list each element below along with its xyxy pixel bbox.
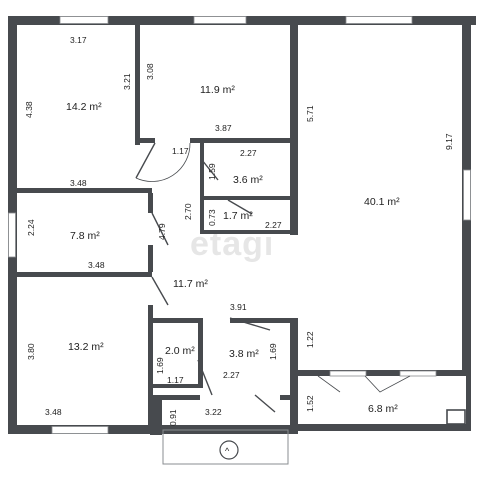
dimension-label: 0.91 bbox=[168, 409, 178, 426]
dimension-label: 3.48 bbox=[70, 178, 87, 188]
wall-h-bath-top bbox=[230, 318, 298, 323]
wall-balcony-top bbox=[298, 370, 471, 376]
room-area: 7.8 m² bbox=[70, 230, 100, 242]
dimension-label: 4.38 bbox=[24, 101, 34, 118]
window-balcony-1 bbox=[329, 370, 367, 377]
dimension-label: 0.73 bbox=[207, 209, 217, 226]
door-storage-upper bbox=[201, 159, 219, 181]
door-balcony-2 bbox=[364, 375, 411, 393]
dimension-label: 1.69 bbox=[155, 357, 165, 374]
window-top-2 bbox=[193, 16, 247, 24]
wall-v-storage bbox=[200, 143, 204, 233]
dimension-label: 1.52 bbox=[305, 395, 315, 412]
dimension-label: 1.69 bbox=[268, 343, 278, 360]
wall-h-bath bbox=[153, 318, 198, 323]
door-bath-bottom bbox=[254, 394, 276, 413]
balcony-box bbox=[446, 409, 466, 425]
dimension-label: 3.48 bbox=[45, 407, 62, 417]
dimension-label: 1.22 bbox=[305, 331, 315, 348]
entrance-arrow-glyph: ^ bbox=[225, 446, 230, 456]
room-area: 6.8 m² bbox=[368, 403, 398, 415]
dimension-label: 1.59 bbox=[207, 163, 217, 180]
entrance-frame bbox=[162, 429, 289, 465]
door-middle-left bbox=[151, 212, 169, 246]
dimension-label: 4.79 bbox=[157, 223, 167, 240]
dimension-label: 9.17 bbox=[444, 133, 454, 150]
wall-h-bath-bottom bbox=[153, 384, 198, 388]
window-left bbox=[8, 212, 16, 258]
wall-v-bath-right bbox=[290, 318, 298, 428]
room-area: 3.8 m² bbox=[229, 348, 259, 360]
window-bottom-left bbox=[51, 426, 109, 434]
wall-h-corner bbox=[135, 138, 155, 143]
door-bathroom bbox=[229, 317, 271, 331]
window-top-3 bbox=[345, 16, 413, 24]
door-arc-bedroom-top bbox=[135, 142, 191, 182]
wall-h-1 bbox=[17, 188, 152, 193]
room-area: 40.1 m² bbox=[364, 196, 400, 208]
room-area: 11.9 m² bbox=[200, 84, 235, 96]
wall-v-living-a bbox=[290, 25, 298, 235]
dimension-label: 1.17 bbox=[172, 146, 189, 156]
room-area: 2.0 m² bbox=[165, 345, 195, 357]
dimension-label: 3.21 bbox=[122, 73, 132, 90]
wall-v-bedroom-left bbox=[135, 25, 140, 145]
dimension-label: 2.24 bbox=[26, 219, 36, 236]
wall-balcony-bottom bbox=[298, 424, 471, 431]
door-bedroom-top bbox=[135, 142, 156, 179]
wall-v-mid-a bbox=[148, 193, 153, 213]
dimension-label: 2.27 bbox=[240, 148, 257, 158]
dimension-label: 3.08 bbox=[145, 63, 155, 80]
room-area: 3.6 m² bbox=[233, 174, 263, 186]
wall-h-storage-bottom bbox=[200, 230, 295, 234]
dimension-label: 2.70 bbox=[183, 203, 193, 220]
entrance-arrow-icon bbox=[219, 440, 239, 460]
door-wc bbox=[197, 359, 213, 396]
wall-v-bath bbox=[198, 318, 203, 388]
window-right bbox=[463, 169, 471, 221]
room-area: 13.2 m² bbox=[68, 341, 104, 353]
wall-v-mid-b bbox=[148, 245, 153, 272]
wall-h-2 bbox=[17, 272, 152, 277]
dimension-label: 3.22 bbox=[205, 407, 222, 417]
window-top-1 bbox=[59, 16, 109, 24]
wall-h-bath-bottom-right bbox=[280, 395, 298, 400]
door-balcony-1 bbox=[317, 375, 341, 393]
door-storage-lower bbox=[227, 199, 253, 215]
dimension-label: 3.87 bbox=[215, 123, 232, 133]
window-balcony-2 bbox=[399, 370, 437, 377]
dimension-label: 3.80 bbox=[26, 343, 36, 360]
dimension-label: 3.48 bbox=[88, 260, 105, 270]
wall-v-bottom bbox=[148, 305, 153, 425]
room-area: 14.2 m² bbox=[66, 101, 102, 113]
dimension-label: 3.17 bbox=[70, 35, 87, 45]
door-bottom-left bbox=[151, 276, 169, 306]
dimension-label: 5.71 bbox=[305, 105, 315, 122]
room-area: 11.7 m² bbox=[173, 278, 208, 290]
wall-h-vest-top bbox=[150, 395, 200, 400]
room-area: 1.7 m² bbox=[223, 210, 253, 222]
dimension-label: 2.27 bbox=[265, 220, 282, 230]
dimension-label: 2.27 bbox=[223, 370, 240, 380]
wall-balcony-right bbox=[466, 370, 471, 431]
wall-h-top-middle bbox=[190, 138, 290, 143]
dimension-label: 3.91 bbox=[230, 302, 247, 312]
dimension-label: 1.17 bbox=[167, 375, 184, 385]
wall-h-storage bbox=[200, 196, 290, 200]
